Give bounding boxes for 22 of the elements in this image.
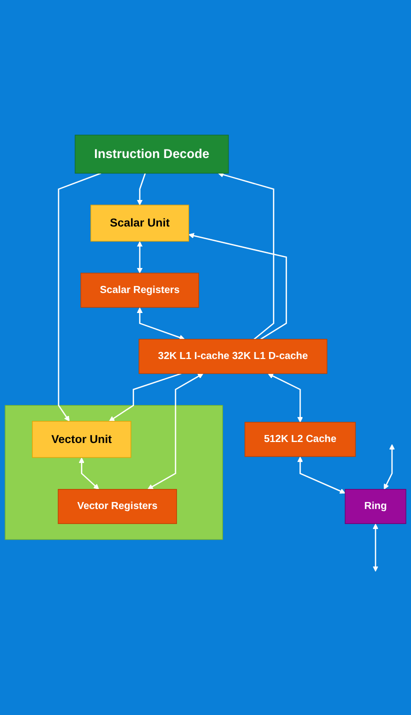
arrow bbox=[384, 444, 395, 490]
arrow bbox=[372, 523, 378, 572]
arrow bbox=[136, 306, 185, 340]
arrow bbox=[136, 240, 143, 273]
arrow bbox=[218, 171, 274, 340]
arrow bbox=[297, 456, 346, 494]
node-box: Scalar Registers bbox=[80, 272, 200, 308]
node-box: Vector Registers bbox=[58, 488, 177, 524]
node-box: 512K L2 Cache bbox=[244, 421, 356, 456]
node-box: Scalar Unit bbox=[90, 204, 190, 242]
arrow bbox=[148, 372, 204, 489]
node-box: Vector Unit bbox=[32, 420, 132, 458]
node-box: 32K L1 I-cache 32K L1 D-cache bbox=[138, 338, 328, 374]
arrow bbox=[78, 457, 100, 490]
arrow bbox=[136, 172, 146, 205]
arrow bbox=[268, 372, 303, 422]
node-box: Ring bbox=[344, 488, 406, 524]
arrow bbox=[108, 372, 182, 422]
arrow bbox=[58, 172, 102, 422]
cluster bbox=[4, 404, 223, 540]
node-box: Instruction Decode bbox=[74, 134, 229, 174]
arrow bbox=[188, 232, 287, 340]
